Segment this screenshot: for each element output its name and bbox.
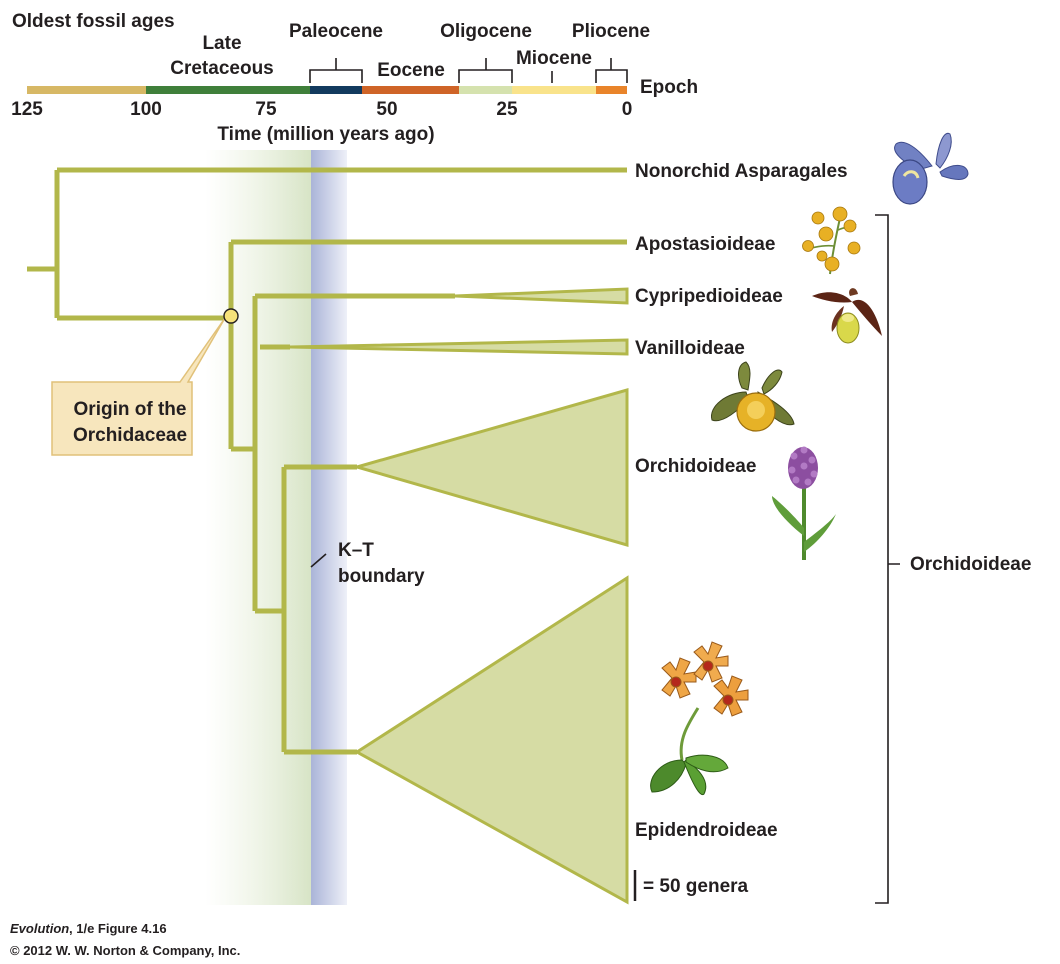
- cretaceous-shade: [205, 150, 311, 905]
- origin-callout: Origin of the Orchidaceae: [51, 317, 226, 456]
- kt-boundary-shade: [311, 150, 347, 905]
- time-axis-label: Time (million years ago): [217, 124, 434, 145]
- scale-label: = 50 genera: [643, 876, 749, 897]
- epoch-bar-paleocene: [310, 86, 362, 94]
- epoch-label-late-1: Late: [202, 33, 241, 54]
- tick-label-0: 0: [622, 99, 633, 120]
- epoch-bar-eocene: [362, 86, 459, 94]
- epidendrum-orchid-icon: [650, 641, 749, 796]
- wedge-vanilloideae: [289, 338, 629, 356]
- kt-label-line2: boundary: [338, 566, 425, 587]
- origin-node-marker: [223, 308, 239, 324]
- origin-label-line2: Orchidaceae: [73, 425, 187, 446]
- epoch-label-oligocene: Oligocene: [440, 21, 532, 42]
- orchidaceae-bracket: [875, 214, 900, 904]
- credit-copyright: © 2012 W. W. Norton & Company, Inc.: [10, 943, 240, 958]
- vanilla-orchid-icon: [711, 361, 795, 432]
- epoch-bar-oligocene: [459, 86, 512, 94]
- taxon-label-cypripedioideae: Cypripedioideae: [635, 286, 783, 307]
- origin-label-line1: Origin of the: [74, 399, 187, 420]
- bracket-label: Orchidoideae: [910, 554, 1031, 575]
- epoch-bar-late-cretaceous: [146, 86, 310, 94]
- apostasia-flower-icon: [802, 206, 861, 275]
- kt-label-line1: K–T: [338, 540, 374, 561]
- epoch-label-paleocene: Paleocene: [289, 21, 383, 42]
- credit-figure: , 1/e Figure 4.16: [69, 921, 167, 936]
- epoch-bar-pliocene: [596, 86, 627, 94]
- epoch-bar: [27, 86, 627, 94]
- taxon-label-vanilloideae: Vanilloideae: [635, 338, 745, 359]
- epoch-label-eocene: Eocene: [377, 60, 445, 81]
- kt-pointer: [310, 553, 327, 568]
- epoch-brackets: [309, 58, 628, 83]
- taxon-label-epidendroideae: Epidendroideae: [635, 820, 778, 841]
- tick-label-50: 50: [376, 99, 397, 120]
- credit-book-title: Evolution: [10, 921, 69, 936]
- epoch-label-miocene: Miocene: [516, 48, 592, 69]
- epoch-bar-miocene: [512, 86, 596, 94]
- slipper-orchid-icon: [812, 288, 882, 344]
- tick-label-100: 100: [130, 99, 162, 120]
- epoch-axis-label: Epoch: [640, 77, 698, 98]
- wedge-cypripedioideae: [454, 287, 629, 305]
- tick-label-25: 25: [496, 99, 518, 120]
- tick-label-125: 125: [11, 99, 43, 120]
- orchis-spike-icon: [772, 446, 836, 560]
- tree-branches: [27, 167, 627, 755]
- iris-flower-icon: [892, 132, 969, 205]
- taxon-label-apostasioideae: Apostasioideae: [635, 234, 775, 255]
- epoch-label-late-2: Cretaceous: [170, 58, 274, 79]
- wedge-epidendroideae: [354, 575, 629, 905]
- taxon-label-orchidoideae: Orchidoideae: [635, 456, 756, 477]
- taxon-label-nonorchid: Nonorchid Asparagales: [635, 161, 848, 182]
- epoch-bar-pre-cretaceous: [27, 86, 146, 94]
- wedge-orchidoideae: [351, 388, 629, 547]
- clade-wedges: [289, 287, 629, 905]
- oldest-fossil-label: Oldest fossil ages: [12, 11, 175, 32]
- epoch-label-pliocene: Pliocene: [572, 21, 650, 42]
- tick-label-75: 75: [255, 99, 277, 120]
